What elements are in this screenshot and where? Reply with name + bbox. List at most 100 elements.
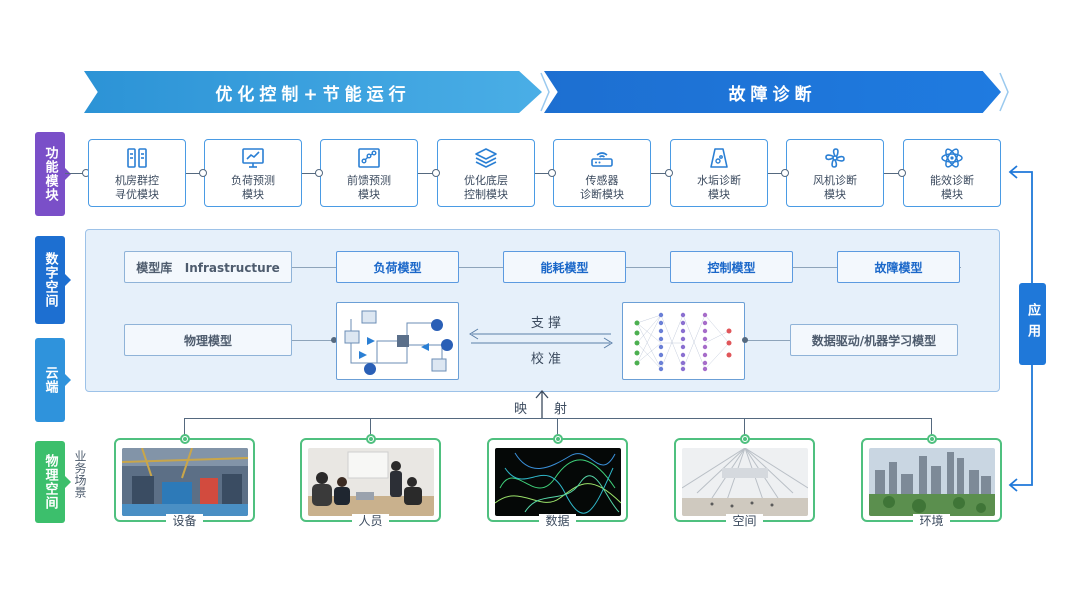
scene-connector (557, 418, 558, 438)
scatter-chart-icon (358, 148, 380, 168)
module-label-line2: 模块 (242, 188, 264, 201)
module-label-line2: 模块 (941, 188, 963, 201)
layer-cloud: 云端 (35, 338, 71, 422)
physics-model-diagram (336, 302, 459, 380)
building-interior-photo (682, 448, 808, 516)
connector-dot (315, 169, 323, 177)
neural-network-icon (634, 312, 732, 372)
module-label: 能效诊断模块 (907, 174, 997, 202)
layers-icon (475, 148, 497, 168)
ml-model-box[interactable]: 数据驱动/机器学习模型 (790, 324, 958, 356)
module-load-forecast[interactable]: 负荷预测模块 (204, 139, 302, 207)
module-label-line2: 诊断模块 (580, 188, 624, 201)
module-label-line2: 模块 (708, 188, 730, 201)
scene-card-people[interactable]: 人员 (300, 434, 441, 528)
physical-bus-line (184, 418, 932, 419)
module-label-line1: 水垢诊断 (697, 174, 741, 187)
trend-chart-icon (242, 148, 264, 168)
hvac-schematic-icon (344, 310, 453, 375)
control-model-box[interactable]: 控制模型 (670, 251, 793, 283)
scene-connector (370, 418, 371, 438)
connector-dot (366, 434, 376, 444)
scene-connector (744, 418, 745, 438)
module-scale-diagnosis[interactable]: 水垢诊断模块 (670, 139, 768, 207)
connector-dot (548, 169, 556, 177)
module-label-line1: 传感器 (585, 174, 619, 187)
energy-model-box[interactable]: 能耗模型 (503, 251, 626, 283)
connector-dot (781, 169, 789, 177)
module-label-line2: 模块 (824, 188, 846, 201)
chevron-right-icon (540, 72, 550, 112)
module-label: 水垢诊断模块 (674, 174, 764, 202)
scene-card-data[interactable]: 数据 (487, 434, 628, 528)
layer-digital-label: 数字空间 (42, 252, 58, 308)
router-icon (591, 152, 613, 167)
fault-model-label: 故障模型 (874, 260, 923, 275)
module-room-group-control[interactable]: 机房群控寻优模块 (88, 139, 186, 207)
atom-icon (941, 148, 963, 168)
ml-model-diagram (622, 302, 745, 380)
layer-cloud-label: 云端 (42, 366, 58, 394)
load-model-label: 负荷模型 (373, 260, 422, 275)
beaker-icon (710, 148, 728, 168)
connector-dot (742, 337, 748, 343)
model-library-box[interactable]: 模型库 Infrastructure (124, 251, 292, 283)
model-row-line (291, 267, 961, 268)
load-model-box[interactable]: 负荷模型 (336, 251, 459, 283)
module-sensor-diagnosis[interactable]: 传感器诊断模块 (553, 139, 651, 207)
connector-dot (740, 434, 750, 444)
module-label-line1: 机房群控 (115, 174, 159, 187)
module-label-line2: 控制模块 (464, 188, 508, 201)
physics-model-box[interactable]: 物理模型 (124, 324, 292, 356)
module-label-line2: 模块 (358, 188, 380, 201)
connector-dot (199, 169, 207, 177)
physics-model-label: 物理模型 (183, 333, 232, 348)
server-rack-icon (127, 148, 147, 168)
mapping-label-right: 射 (554, 402, 568, 417)
banner-fault-diagnosis: 故障诊断 (544, 71, 1001, 113)
factory-equipment-photo (122, 448, 248, 516)
scene-card-equipment[interactable]: 设备 (114, 434, 255, 528)
ml-connector-line (745, 340, 790, 341)
module-label: 负荷预测模块 (208, 174, 298, 202)
scene-label-equipment: 设备 (166, 514, 203, 528)
fan-icon (825, 148, 845, 168)
module-label: 风机诊断模块 (790, 174, 880, 202)
connector-dot (898, 169, 906, 177)
module-label: 传感器诊断模块 (557, 174, 647, 202)
data-network-graph (495, 448, 621, 516)
module-fan-diagnosis[interactable]: 风机诊断模块 (786, 139, 884, 207)
scene-connector (931, 418, 932, 438)
model-library-label: 模型库 Infrastructure (136, 260, 280, 275)
module-low-level-control[interactable]: 优化底层控制模块 (437, 139, 535, 207)
module-label: 前馈预测模块 (324, 174, 414, 202)
application-label: 应用 (1019, 283, 1046, 365)
connector-dot (331, 337, 337, 343)
module-feedforward-forecast[interactable]: 前馈预测模块 (320, 139, 418, 207)
module-label: 优化底层控制模块 (441, 174, 531, 202)
scene-label-people: 人员 (352, 514, 389, 528)
layer-digital: 数字空间 (35, 236, 71, 324)
module-label-line1: 负荷预测 (231, 174, 275, 187)
scene-card-space[interactable]: 空间 (674, 434, 815, 528)
chevron-right-icon (999, 72, 1009, 112)
fault-model-box[interactable]: 故障模型 (837, 251, 960, 283)
layer-function-label: 功能模块 (42, 146, 58, 202)
banner-optimization: 优化控制+节能运行 (84, 71, 542, 113)
connector-dot (665, 169, 673, 177)
banner-optimization-label: 优化控制+节能运行 (215, 84, 411, 105)
energy-model-label: 能耗模型 (540, 260, 589, 275)
scene-card-environment[interactable]: 环境 (861, 434, 1002, 528)
scene-label-environment: 环境 (913, 514, 950, 528)
mapping-up-arrow (535, 390, 549, 418)
support-label: 支 撑 (530, 316, 562, 331)
module-label-line1: 风机诊断 (813, 174, 857, 187)
scene-label-space: 空间 (726, 514, 763, 528)
module-efficiency-diagnosis[interactable]: 能效诊断模块 (903, 139, 1001, 207)
module-label-line1: 前馈预测 (347, 174, 391, 187)
connector-dot (432, 169, 440, 177)
module-label: 机房群控寻优模块 (92, 174, 182, 202)
ml-model-label: 数据驱动/机器学习模型 (811, 333, 937, 348)
digital-space-panel: 模型库 Infrastructure 负荷模型 能耗模型 控制模型 故障模型 物… (85, 229, 1000, 392)
scene-label: 业务场景 (73, 450, 87, 498)
